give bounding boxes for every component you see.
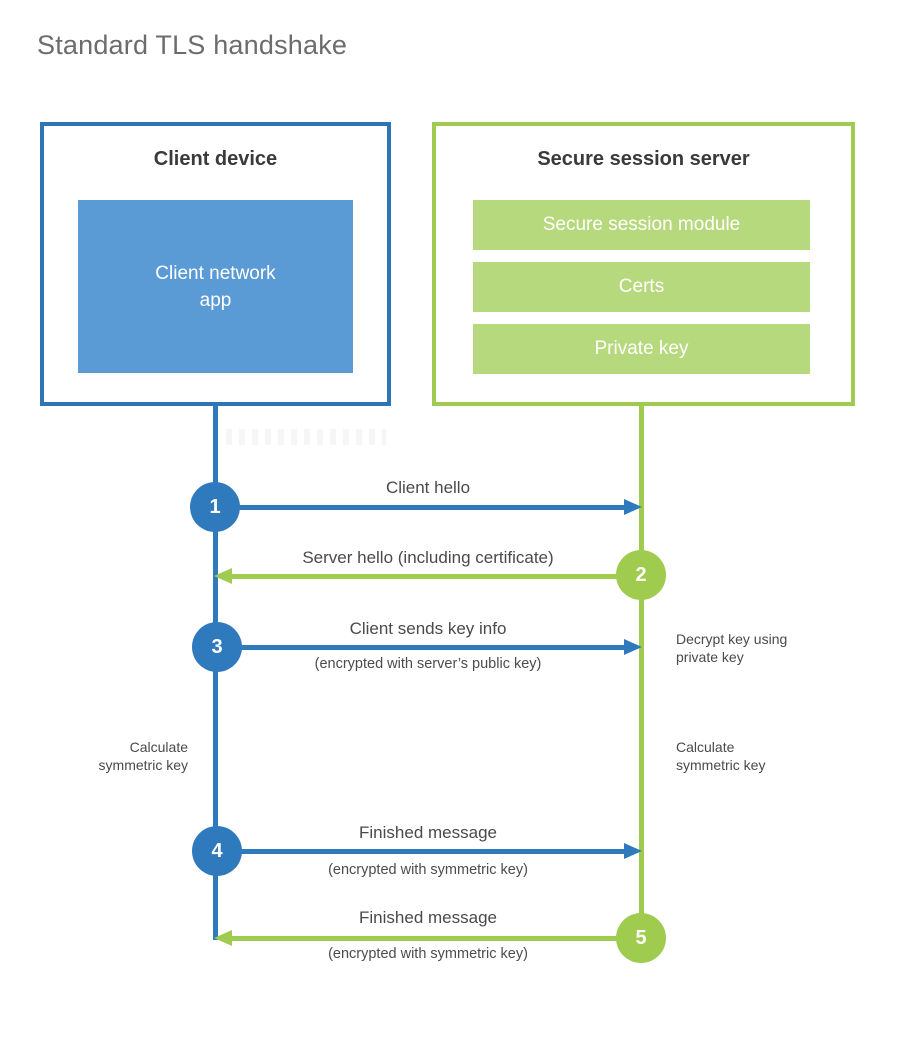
arrow-shaft [217,849,626,854]
step-3-sublabel: (encrypted with server’s public key) [314,656,542,672]
step-3-arrow [217,639,642,655]
step-number: 4 [211,839,223,862]
arrow-right-icon [624,499,642,515]
arrow-left-icon [214,568,232,584]
arrow-right-icon [624,639,642,655]
client-network-app-block: Client network app [78,200,353,373]
step-1-label: Client hello [385,478,471,497]
client-lifeline [213,406,218,940]
private-key-bar: Private key [473,324,810,374]
page-title: Standard TLS handshake [37,30,348,60]
decrypt-key-note: Decrypt key using private key [676,631,788,665]
calculate-symmetric-key-note-client: Calculate symmetric key [98,739,188,773]
step-5-circle: 5 [616,913,666,963]
step-5-sublabel: (encrypted with symmetric key) [328,946,528,962]
arrow-shaft [230,936,641,941]
step-number: 1 [209,495,221,518]
step-5-label: Finished message [359,908,497,927]
secure-session-module-bar: Secure session module [473,200,810,250]
step-1-circle: 1 [190,482,240,532]
step-2-label: Server hello (including certificate) [302,548,554,567]
server-box: Secure session server Secure session mod… [432,122,855,406]
step-number: 3 [211,635,223,658]
server-lifeline [639,406,644,938]
client-device-box: Client device Client network app [40,122,391,406]
step-1-arrow [215,499,642,515]
faded-dashes-artifact [226,429,386,445]
arrow-right-icon [624,843,642,859]
calculate-symmetric-key-note-server: Calculate symmetric key [676,739,766,773]
step-3-label: Client sends key info [349,619,507,638]
step-2-circle: 2 [616,550,666,600]
step-4-arrow [217,843,642,859]
step-5-arrow [214,930,641,946]
arrow-shaft [217,645,626,650]
certs-bar: Certs [473,262,810,312]
arrow-left-icon [214,930,232,946]
arrow-shaft [215,505,626,510]
step-number: 5 [635,926,647,949]
step-number: 2 [635,563,647,586]
step-4-circle: 4 [192,826,242,876]
step-3-circle: 3 [192,622,242,672]
step-4-label: Finished message [359,823,497,842]
arrow-shaft [230,574,641,579]
step-2-arrow [214,568,641,584]
client-device-heading: Client device [153,148,278,170]
step-4-sublabel: (encrypted with symmetric key) [328,862,528,878]
server-heading: Secure session server [537,148,750,170]
